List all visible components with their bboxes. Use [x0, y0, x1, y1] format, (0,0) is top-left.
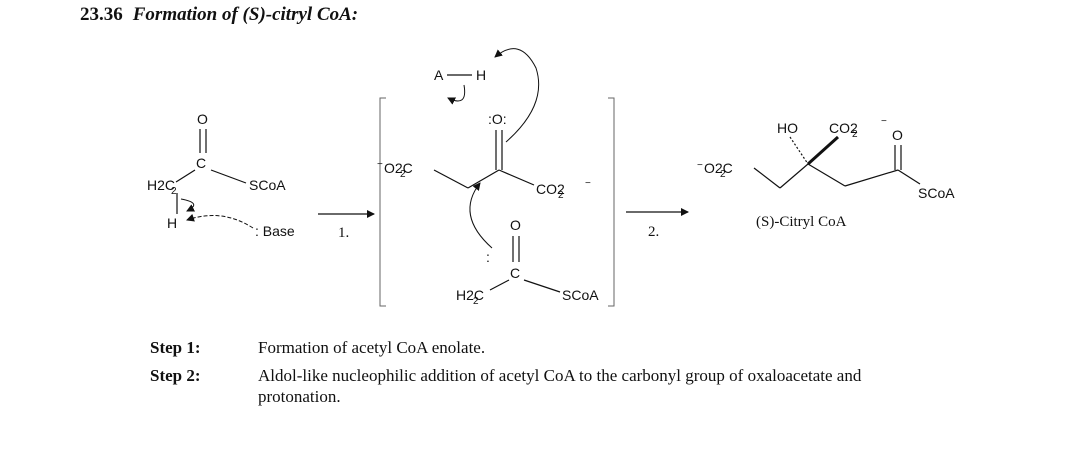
oxalo-left-carboxylate: O2C: [384, 160, 413, 176]
oxalo-bond-ch2-c: [467, 169, 500, 189]
acetyl-methylene: H2C: [147, 177, 175, 193]
product-mid-subscript: 2: [852, 129, 858, 140]
product-bond-c-oh: [789, 136, 809, 165]
reaction-scheme: O C H2C SCoA H : Base 1. A H :O: − O2C: [147, 48, 955, 307]
bracket-left: [379, 97, 386, 307]
reaction-arrow-step-1: 1.: [318, 210, 375, 241]
acid-a: A: [434, 67, 444, 83]
acetyl-carbonyl-oxygen: O: [197, 111, 208, 127]
acid-h: H: [476, 67, 486, 83]
acetyl-bond-c-ch2: [175, 169, 196, 183]
oxaloacetate-structure: A H :O: − O2C CO2 −: [377, 48, 591, 197]
arrow-1-label: 1.: [338, 225, 349, 241]
product-left-carboxylate: O2C: [704, 160, 733, 176]
base-label: : Base: [255, 223, 295, 239]
intermediate-bracket: [379, 97, 615, 307]
electron-arrow-o-to-h: [494, 48, 540, 143]
product-wedge-c-co2: [806, 135, 840, 166]
step-2-label: Step 2:: [150, 366, 201, 385]
arrow-2-label: 2.: [648, 224, 659, 240]
oxalo-right-charge: −: [585, 178, 591, 189]
step-2: Step 2: Aldol-like nucleophilic addition…: [150, 365, 948, 407]
product-hydroxyl: HO: [777, 120, 798, 136]
enolate-carbanion: H2C: [456, 287, 484, 303]
product-mid-charge: −: [881, 116, 887, 127]
product-name: (S)-Citryl CoA: [756, 214, 847, 230]
bracket-right: [608, 97, 615, 307]
product-thioester-oxygen: O: [892, 127, 903, 143]
enolate-lone-pair: :: [486, 249, 490, 265]
acetyl-bond-c-s: [210, 169, 247, 184]
electron-arrow-enolate-attack: [469, 182, 493, 249]
product-bond-c-ch2b: [807, 163, 846, 187]
step-list: Step 1: Formation of acetyl CoA enolate.…: [150, 337, 948, 414]
acetyl-scoa: SCoA: [249, 177, 286, 193]
problem-number: 23.36: [80, 4, 123, 25]
electron-arrow-ah-to-a: [447, 84, 466, 105]
product-left-charge: −: [697, 160, 703, 171]
citryl-coa-structure: HO CO2 − O − O2C SCoA (S)-Citryl CoA: [697, 116, 955, 230]
oxalo-right-carboxylate: CO2: [536, 181, 565, 197]
oxaloacetate-carbonyl-oxygen: :O:: [488, 111, 507, 127]
acetyl-coa-enolate-structure: O C : H2C SCoA: [456, 182, 599, 303]
product-bond-co-s: [897, 169, 921, 185]
problem-title: Formation of (S)-citryl CoA:: [132, 4, 359, 25]
enolate-scoa: SCoA: [562, 287, 599, 303]
acetyl-alpha-hydrogen: H: [167, 215, 177, 231]
oxalo-left-subscript: 2: [400, 169, 406, 180]
step-1-text: Formation of acetyl CoA enolate.: [258, 338, 486, 357]
enolate-methylene-subscript: 2: [473, 296, 479, 307]
product-left-subscript: 2: [720, 169, 726, 180]
oxalo-bond-c-co2: [498, 169, 535, 186]
product-scoa: SCoA: [918, 185, 955, 201]
acetyl-carbonyl-carbon: C: [196, 155, 206, 171]
oxalo-right-subscript: 2: [558, 190, 564, 201]
product-bond-ch2-c: [779, 163, 809, 189]
enolate-carbonyl-oxygen: O: [510, 217, 521, 233]
acetyl-coa-structure: O C H2C SCoA H : Base: [147, 111, 295, 239]
step-1: Step 1: Formation of acetyl CoA enolate.: [150, 337, 948, 358]
enolate-bond-c-ch2: [489, 279, 510, 291]
product-mid-carboxylate: CO2: [829, 120, 858, 136]
electron-arrow-base-to-h: [186, 213, 254, 229]
problem-heading: 23.36 Formation of (S)-citryl CoA:: [80, 4, 358, 26]
step-2-text: Aldol-like nucleophilic addition of acet…: [258, 366, 862, 406]
electron-arrow-ch-to-cc: [180, 198, 196, 212]
step-1-label: Step 1:: [150, 338, 201, 357]
enolate-bond-c-s: [523, 279, 561, 293]
enolate-carbonyl-carbon: C: [510, 265, 520, 281]
product-bond-co2-ch2: [753, 167, 781, 189]
oxalo-left-charge: −: [377, 159, 383, 170]
product-bond-ch2-co: [844, 169, 899, 187]
oxalo-bond-co2-ch2: [433, 169, 469, 189]
acetyl-methylene-subscript: 2: [171, 186, 177, 197]
reaction-arrow-step-2: 2.: [626, 208, 689, 240]
